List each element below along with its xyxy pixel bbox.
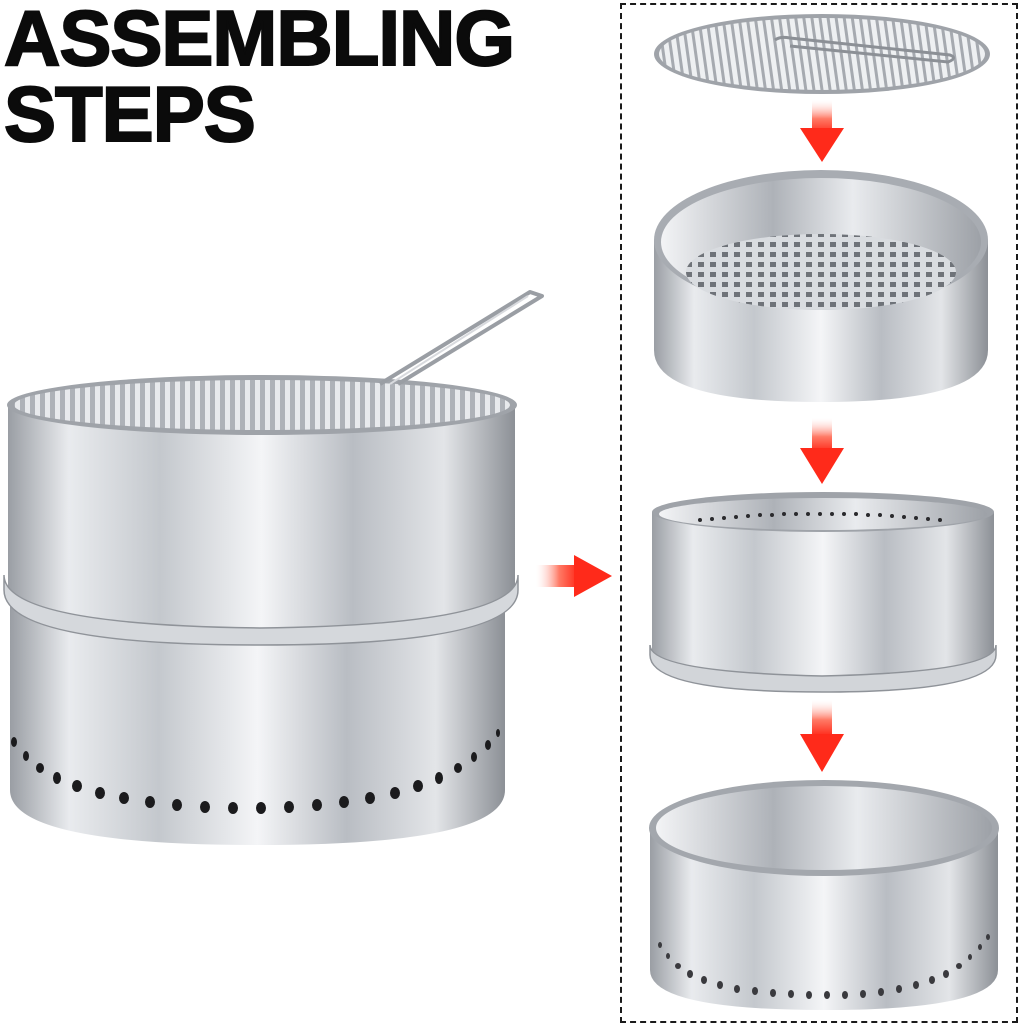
- title-line-2: STEPS: [3, 70, 257, 158]
- air-holes: [658, 934, 990, 999]
- middle-ring-with-top-holes: [649, 492, 997, 693]
- assembled-fire-pit: [3, 290, 544, 845]
- title-line-1: ASSEMBLING: [3, 0, 516, 82]
- cooking-grate: [654, 14, 990, 94]
- arrow-right-icon: [536, 555, 612, 597]
- air-holes: [11, 729, 500, 814]
- exploded-view-frame: [620, 3, 1018, 1023]
- arrow-down-icon: [800, 418, 844, 484]
- top-holes: [698, 512, 942, 522]
- page-title: ASSEMBLING STEPS: [3, 0, 516, 158]
- arrow-down-icon: [800, 700, 844, 772]
- perforated-ash-pan-ring: [654, 170, 988, 402]
- base-bowl-with-air-holes: [649, 780, 999, 1010]
- arrow-down-icon: [800, 100, 844, 162]
